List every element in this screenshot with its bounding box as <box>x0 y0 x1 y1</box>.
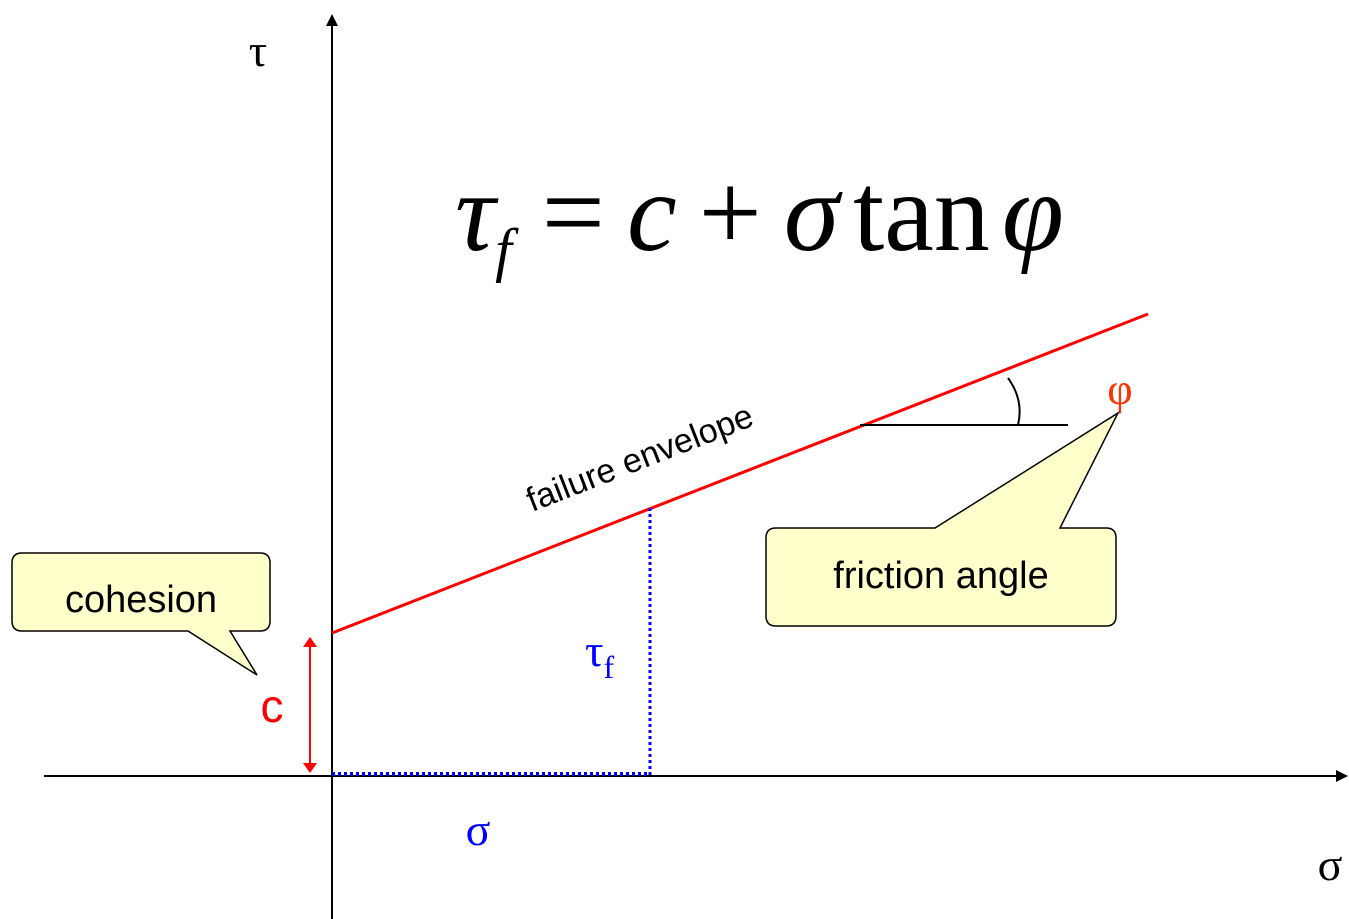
y-axis-label: τ <box>249 25 268 76</box>
friction-angle-label: friction angle <box>833 555 1048 597</box>
x-axis-label: σ <box>1318 839 1343 890</box>
cohesion-label: cohesion <box>65 579 217 621</box>
friction-angle-arc <box>1007 377 1021 426</box>
friction-angle-callout <box>765 410 1120 627</box>
tau-f-main: τ <box>585 625 604 676</box>
equation-equals: = <box>542 151 605 275</box>
failure-envelope-line <box>331 312 1149 635</box>
tau-f-label: τf <box>585 625 615 685</box>
cohesion-c-label: c <box>261 680 284 732</box>
equation-tau: τ <box>455 151 499 275</box>
phi-symbol: φ <box>1107 365 1132 414</box>
equation-phi: φ <box>1002 151 1064 275</box>
equation-plus: + <box>699 151 762 275</box>
equation-tan: tan <box>853 151 990 275</box>
tau-f-subscript: f <box>604 649 615 685</box>
cohesion-callout <box>11 552 271 676</box>
equation-sub-f: f <box>495 217 519 283</box>
equation-c: c <box>627 151 677 275</box>
equation-sigma: σ <box>784 151 843 275</box>
failure-envelope-label: failure envelope <box>521 397 758 520</box>
sigma-label: σ <box>466 804 491 855</box>
